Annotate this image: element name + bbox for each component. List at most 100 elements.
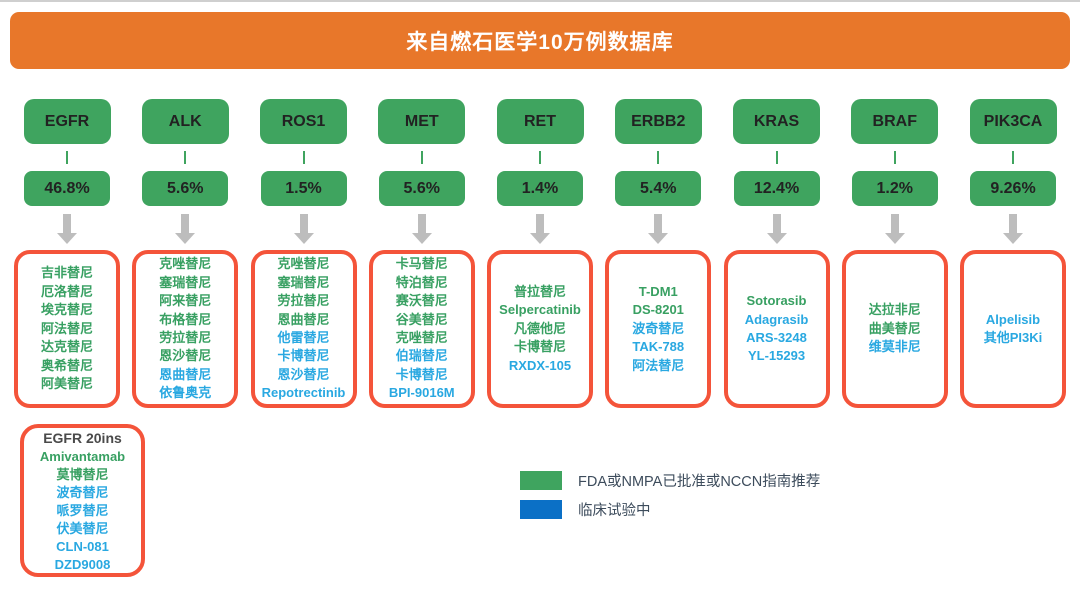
- drug-item: 埃克替尼: [40, 302, 93, 318]
- drug-item: 达克替尼: [40, 339, 93, 355]
- drug-item: TAK-788: [632, 339, 685, 355]
- gene-column-braf: BRAF 1.2% 达拉非尼曲美替尼维莫非尼: [841, 99, 948, 408]
- percentage-box: 1.4%: [497, 171, 583, 206]
- down-arrow-icon: [648, 214, 669, 244]
- title-banner: 来自燃石医学10万例数据库: [10, 12, 1070, 69]
- percentage-label: 5.6%: [167, 179, 204, 197]
- drug-item: 莫博替尼: [56, 466, 109, 482]
- percentage-label: 12.4%: [753, 179, 800, 197]
- gene-box-braf: BRAF: [851, 99, 939, 144]
- down-arrow-icon: [57, 214, 77, 244]
- legend-row-trial: 临床试验中: [520, 500, 820, 519]
- arrow-head: [884, 233, 905, 244]
- arrow-head: [175, 233, 196, 244]
- drug-item: 阿法替尼: [40, 320, 93, 336]
- drug-item: 其他PI3Ki: [983, 330, 1043, 345]
- gene-label: ALK: [168, 112, 202, 130]
- drug-item: 克唑替尼: [395, 330, 448, 345]
- drug-item: Adagrasib: [744, 311, 809, 327]
- percentage-label: 1.4%: [521, 179, 559, 197]
- connector-line: [302, 151, 305, 164]
- drug-item: 他雷替尼: [277, 330, 330, 345]
- gene-label: EGFR: [44, 112, 90, 130]
- gene-box-egfr: EGFR: [23, 99, 111, 144]
- drug-item: 恩沙替尼: [277, 366, 330, 382]
- drug-item: 曲美替尼: [868, 320, 921, 336]
- arrow-shaft: [63, 214, 71, 233]
- percentage-label: 9.26%: [990, 179, 1036, 197]
- drug-item: RXDX-105: [508, 357, 572, 373]
- drug-item: 维莫非尼: [868, 339, 921, 355]
- legend-row-approved: FDA或NMPA已批准或NCCN指南推荐: [520, 471, 820, 490]
- connector-line: [66, 151, 68, 164]
- drug-box: 克唑替尼塞瑞替尼阿来替尼布格替尼劳拉替尼恩沙替尼恩曲替尼依鲁奥克: [132, 250, 239, 408]
- percentage-box: 5.6%: [142, 171, 229, 206]
- gene-box-alk: ALK: [141, 99, 229, 144]
- drug-item: 恩曲替尼: [159, 366, 212, 382]
- connector-line: [1012, 151, 1014, 164]
- egfr-20ins-title: EGFR 20ins: [43, 429, 122, 446]
- drug-item: Amivantamab: [39, 448, 126, 464]
- down-arrow-icon: [766, 214, 787, 244]
- arrow-head: [1003, 233, 1023, 244]
- gene-label: RET: [524, 112, 556, 130]
- down-arrow-icon: [530, 214, 550, 244]
- arrow-head: [766, 233, 787, 244]
- legend-label-approved: FDA或NMPA已批准或NCCN指南推荐: [578, 474, 821, 490]
- drug-item: ARS-3248: [746, 330, 807, 345]
- drug-item: 厄洛替尼: [40, 283, 93, 299]
- drug-item: Repotrectinib: [261, 385, 346, 401]
- percentage-box: 9.26%: [970, 171, 1056, 206]
- connector-line: [775, 151, 778, 164]
- legend-label-trial: 临床试验中: [578, 503, 651, 519]
- drug-item: 波奇替尼: [56, 484, 109, 500]
- drug-item: 吉非替尼: [40, 265, 93, 281]
- connector-line: [539, 151, 541, 164]
- percentage-box: 5.4%: [615, 171, 702, 206]
- arrow-shaft: [417, 214, 426, 233]
- drug-list: 克唑替尼塞瑞替尼阿来替尼布格替尼劳拉替尼恩沙替尼恩曲替尼依鲁奥克: [139, 255, 231, 403]
- gene-label: KRAS: [753, 112, 800, 130]
- arrow-shaft: [1009, 214, 1017, 233]
- gene-label: BRAF: [872, 112, 917, 130]
- page-title: 来自燃石医学10万例数据库: [406, 30, 674, 54]
- drug-item: Sotorasib: [746, 293, 807, 309]
- arrow-shaft: [536, 214, 544, 233]
- percentage-label: 1.5%: [285, 179, 322, 197]
- percentage-label: 46.8%: [44, 179, 90, 197]
- down-arrow-icon: [411, 214, 432, 244]
- drug-item: 劳拉替尼: [277, 293, 330, 309]
- down-arrow-icon: [884, 214, 905, 244]
- drug-item: 伏美替尼: [56, 520, 109, 536]
- drug-item: 奥希替尼: [40, 357, 93, 373]
- arrow-head: [293, 233, 314, 244]
- arrow-shaft: [772, 214, 781, 233]
- drug-list: 达拉非尼曲美替尼维莫非尼: [849, 301, 941, 356]
- drug-item: 克唑替尼: [159, 256, 212, 272]
- gene-label: ROS1: [281, 112, 326, 130]
- drug-item: 特泊替尼: [395, 274, 448, 290]
- drug-item: 卡博替尼: [395, 366, 448, 382]
- connector-line: [657, 151, 660, 164]
- drug-item: 阿法替尼: [632, 357, 685, 373]
- gene-box-met: MET: [378, 99, 466, 144]
- drug-list: 吉非替尼厄洛替尼埃克替尼阿法替尼达克替尼奥希替尼阿美替尼: [21, 264, 113, 393]
- drug-item: DS-8201: [632, 302, 684, 318]
- approved-swatch-icon: [520, 471, 562, 490]
- trial-swatch-icon: [520, 500, 562, 519]
- drug-item: 伯瑞替尼: [395, 348, 448, 364]
- gene-box-pik3ca: PIK3CA: [969, 99, 1057, 144]
- drug-item: 劳拉替尼: [159, 330, 212, 345]
- drug-item: 凡德他尼: [513, 320, 566, 336]
- percentage-box: 46.8%: [24, 171, 110, 206]
